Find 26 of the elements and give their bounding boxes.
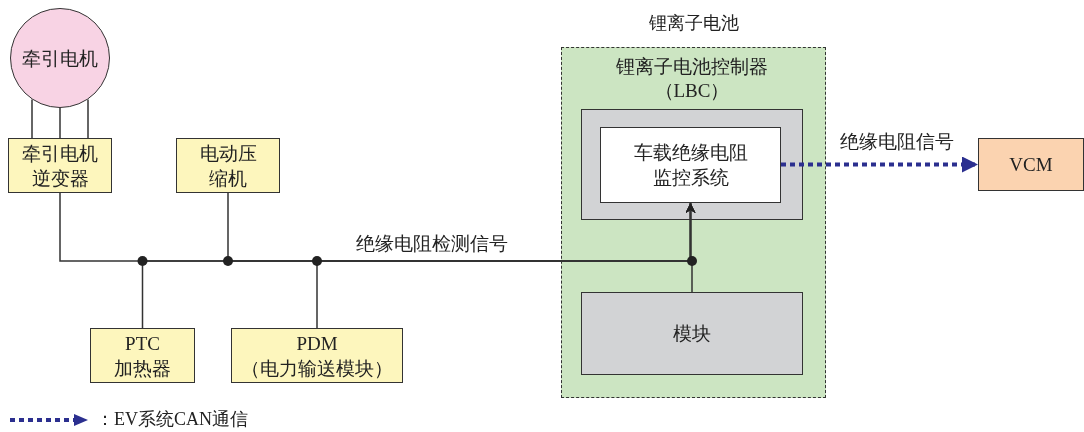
module-box: [581, 292, 803, 375]
can-signal-arrow: [781, 156, 978, 173]
controller-heading: （LBC）: [654, 79, 730, 103]
node-text: 模块: [673, 322, 711, 346]
monitor-box: [600, 127, 781, 203]
node-text: 电动压缩机: [198, 141, 258, 191]
legend-text: ：EV系统CAN通信: [96, 408, 248, 431]
node-text: 牵引电机逆变器: [21, 141, 99, 191]
node-text: 牵引电机: [22, 46, 98, 71]
wire-line: [59, 107, 61, 139]
region-heading: 锂离子电池: [647, 12, 740, 35]
signal-arrow: [685, 202, 696, 293]
pdm-box: [231, 328, 403, 383]
wire-line: [31, 98, 33, 139]
node-text: VCM: [1009, 153, 1053, 177]
node-text: PTC: [125, 331, 160, 356]
heater-box: [90, 328, 195, 383]
wire-line: [87, 98, 89, 139]
node-text: 车载绝缘电阻监控系统: [632, 141, 749, 190]
compressor-box: [176, 138, 280, 193]
inverter-box: [8, 138, 112, 193]
node-text: （电力输送模块）: [241, 356, 393, 381]
node-text: 加热器: [114, 356, 171, 381]
node-text: PDM: [296, 331, 338, 356]
controller-heading: 锂离子电池控制器: [616, 55, 768, 79]
vcm-box: [978, 138, 1084, 191]
